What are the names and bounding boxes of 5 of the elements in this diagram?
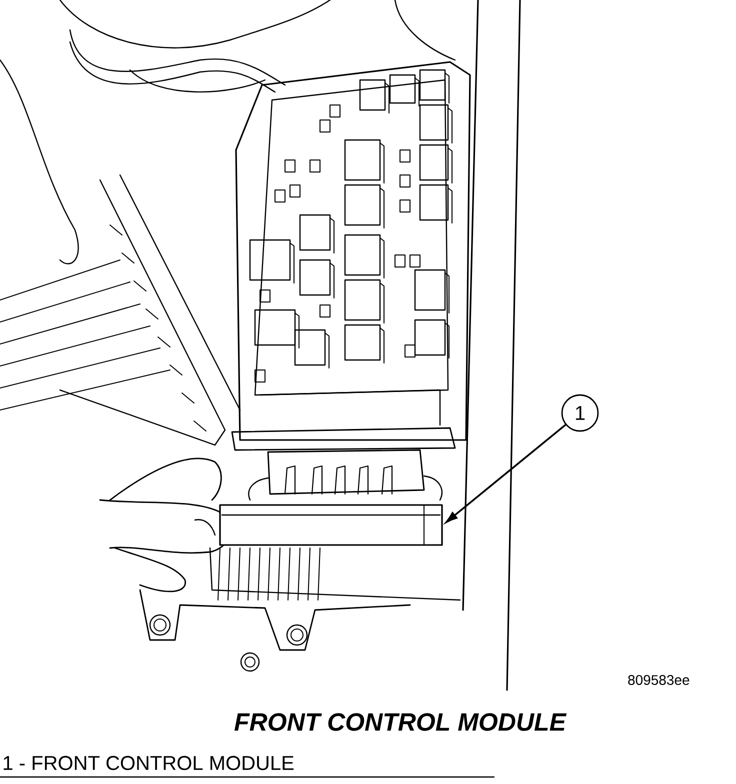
control-module-drawing xyxy=(219,504,443,546)
legend-entry: 1 - FRONT CONTROL MODULE xyxy=(4,756,294,770)
figure-title: FRONT CONTROL MODULE xyxy=(234,713,567,731)
leader-arrow xyxy=(446,424,566,523)
figure-number: 809583ee xyxy=(628,675,690,685)
